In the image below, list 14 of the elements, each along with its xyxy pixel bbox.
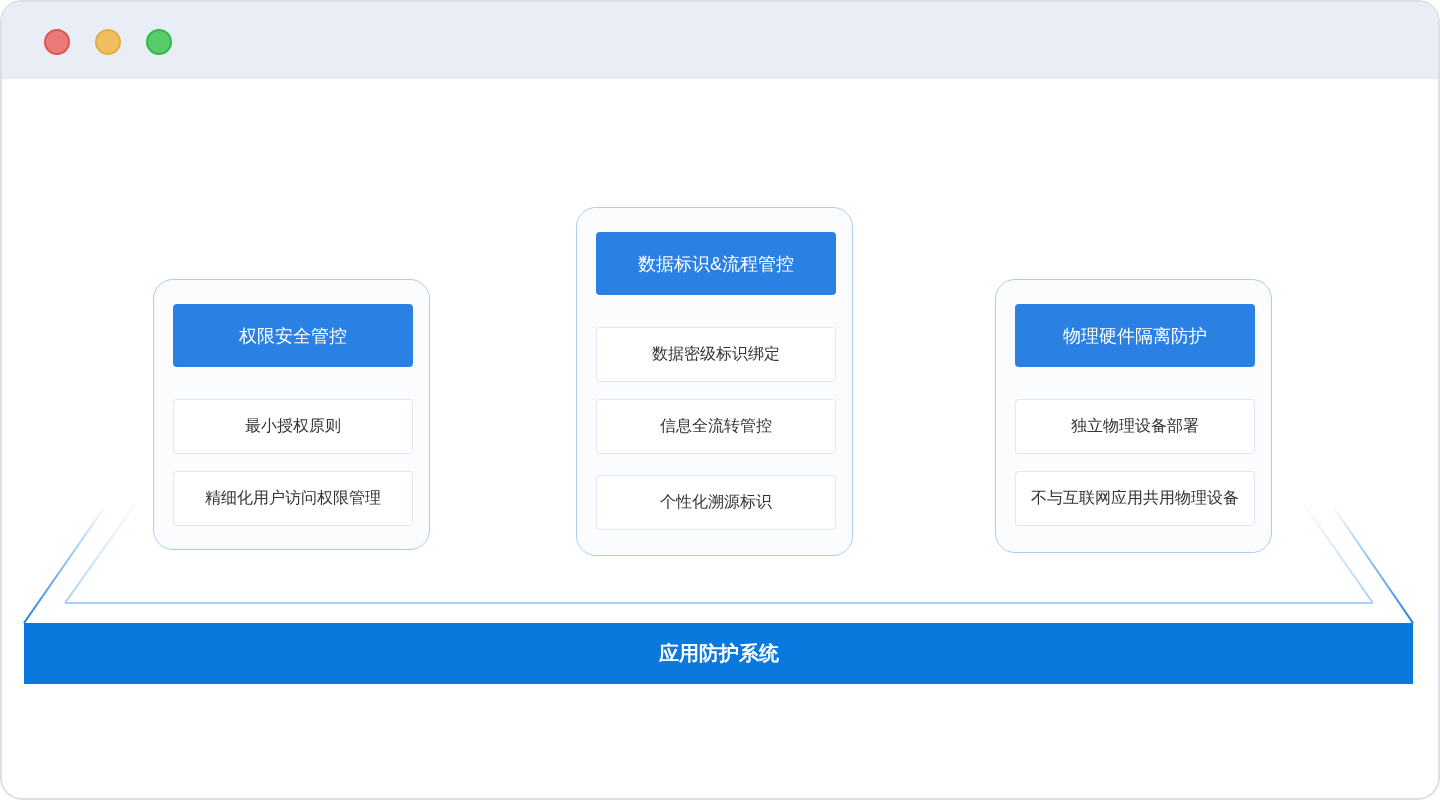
feature-box: 个性化溯源标识 [596, 475, 836, 530]
card-panel [153, 279, 430, 550]
header-bar: 数据标识&流程管控 [596, 232, 836, 295]
header-bar: 权限安全管控 [173, 304, 413, 367]
feature-box: 最小授权原则 [173, 399, 413, 454]
base-band: 应用防护系统 [24, 623, 1413, 684]
feature-box: 独立物理设备部署 [1015, 399, 1255, 454]
feature-box: 精细化用户访问权限管理 [173, 471, 413, 526]
feature-box: 不与互联网应用共用物理设备 [1015, 471, 1255, 526]
feature-box: 数据密级标识绑定 [596, 327, 836, 382]
header-bar: 物理硬件隔离防护 [1015, 304, 1255, 367]
card-panel [995, 279, 1272, 553]
feature-box: 信息全流转管控 [596, 399, 836, 454]
card-panel [576, 207, 853, 556]
